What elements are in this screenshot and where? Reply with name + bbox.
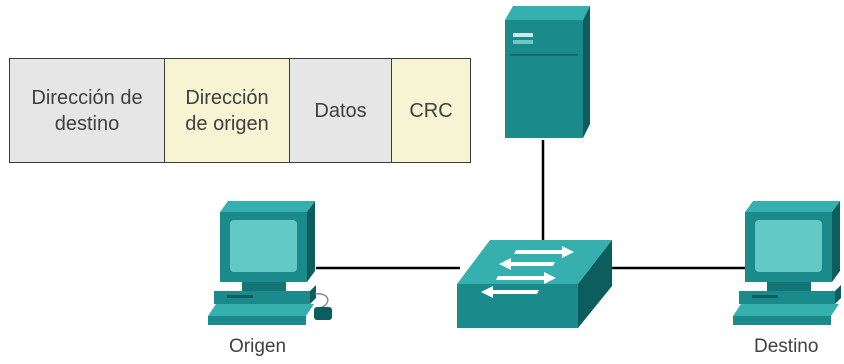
- switch-arrows-icon: [481, 246, 574, 298]
- destination-label: Destino: [754, 336, 819, 357]
- frame-field-data: Datos: [290, 59, 392, 162]
- frame-field-crc: CRC: [392, 59, 470, 162]
- switch-icon: [457, 240, 612, 328]
- source-label: Origen: [229, 336, 287, 357]
- ethernet-frame: Dirección de destino Dirección de origen…: [9, 58, 471, 163]
- server-icon: [505, 6, 590, 138]
- frame-field-destination-address: Dirección de destino: [10, 59, 165, 162]
- frame-field-source-address: Dirección de origen: [165, 59, 290, 162]
- computer-icon-source: [208, 201, 332, 325]
- network-links: [316, 140, 746, 270]
- computer-icon-destination: [733, 201, 841, 325]
